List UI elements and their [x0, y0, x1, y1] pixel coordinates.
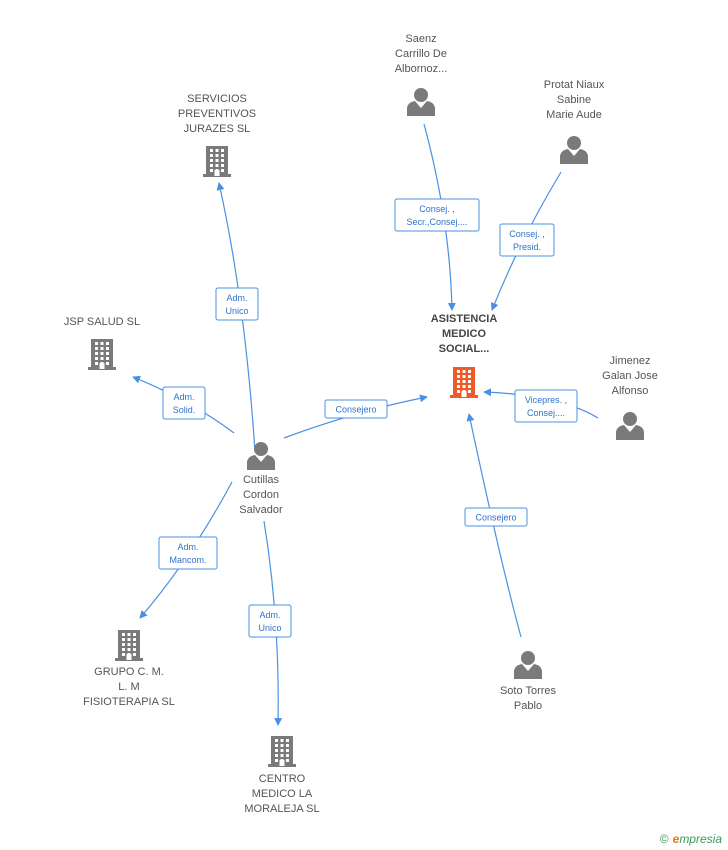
edge-label: Adm.	[259, 610, 280, 620]
building-icon	[88, 339, 116, 370]
node-label: Cordon	[243, 489, 279, 501]
edge-label: Consejero	[335, 405, 376, 415]
node-label: PREVENTIVOS	[178, 108, 256, 120]
node-label: Galan Jose	[602, 370, 658, 382]
node-label: Jimenez	[610, 355, 651, 367]
edge-saenz-asistencia[interactable]: Consej. , Secr.,Consej....	[394, 123, 480, 311]
node-label: Pablo	[514, 700, 542, 712]
edge-line	[466, 413, 522, 638]
building-icon	[203, 146, 231, 177]
edge-soto-asistencia[interactable]: Consejero	[464, 413, 528, 638]
edge-label: Adm.	[173, 392, 194, 402]
person-icon	[247, 442, 275, 470]
edge-label: Consej. ,	[419, 204, 455, 214]
edge-label-box	[394, 198, 480, 232]
node-label: Alfonso	[612, 385, 649, 397]
edge-label: Consejero	[475, 513, 516, 523]
edge-label: Presid.	[513, 242, 541, 252]
node-label: MEDICO LA	[252, 788, 313, 800]
node-jsp[interactable]: JSP SALUD SL	[64, 316, 140, 370]
node-label: MEDICO	[442, 328, 486, 340]
edge-cutillas-centro[interactable]: Adm. Unico	[248, 520, 292, 726]
edge-protat-asistencia[interactable]: Consej. , Presid.	[490, 171, 562, 311]
edge-label-box	[514, 389, 578, 423]
node-label: Cutillas	[243, 474, 280, 486]
edge-label-box	[158, 536, 218, 570]
node-grupo[interactable]: GRUPO C. M. L. M FISIOTERAPIA SL	[83, 630, 175, 708]
edge-label: Secr.,Consej....	[406, 217, 467, 227]
node-servicios[interactable]: SERVICIOS PREVENTIVOS JURAZES SL	[178, 93, 256, 177]
brand-logo-text: mpresia	[679, 832, 722, 846]
edge-label-box	[215, 287, 259, 321]
node-label: Salvador	[239, 504, 283, 516]
edge-label: Vicepres. ,	[525, 395, 567, 405]
person-icon	[407, 88, 435, 116]
edge-label: Unico	[258, 623, 281, 633]
nodes-layer: ASISTENCIA MEDICO SOCIAL... SERVICIOS PREVEN…	[64, 33, 658, 815]
person-icon	[514, 651, 542, 679]
node-label: Soto Torres	[500, 685, 557, 697]
copyright-icon: ©	[659, 832, 669, 846]
edge-label: Adm.	[177, 542, 198, 552]
edge-label-box	[499, 223, 555, 257]
edge-cutillas-servicios[interactable]: Adm. Unico	[215, 182, 259, 453]
edge-label-box	[162, 386, 206, 420]
brand-logo-e: e	[672, 832, 680, 846]
node-label: GRUPO C. M.	[94, 666, 164, 678]
node-label: ASISTENCIA	[431, 313, 498, 325]
edge-label-box	[248, 604, 292, 638]
edge-jimenez-asistencia[interactable]: Vicepres. , Consej....	[483, 388, 599, 423]
person-icon	[560, 136, 588, 164]
edge-label: Solid.	[173, 405, 196, 415]
edge-label: Unico	[225, 306, 248, 316]
brand-footer: ©empresia	[660, 832, 722, 846]
node-label: Sabine	[557, 94, 591, 106]
edges-layer: Adm.UnicoAdm.Solid.ConsejeroAdm.Mancom.A…	[132, 123, 599, 726]
edge-label: Adm.	[226, 293, 247, 303]
node-centro[interactable]: CENTRO MEDICO LA MORALEJA SL	[244, 736, 320, 815]
node-label: Carrillo De	[395, 48, 447, 60]
building-icon	[450, 367, 478, 398]
person-icon	[616, 412, 644, 440]
edge-cutillas-jsp[interactable]: Adm. Solid.	[132, 375, 235, 434]
edge-label: Consej....	[527, 408, 565, 418]
edge-label: Mancom.	[169, 555, 206, 565]
edge-label-box	[464, 507, 528, 527]
building-icon	[268, 736, 296, 767]
building-icon	[115, 630, 143, 661]
node-label: Saenz	[405, 33, 436, 45]
node-label: Albornoz...	[395, 63, 448, 75]
node-label: Marie Aude	[546, 109, 602, 121]
edge-cutillas-asistencia[interactable]: Consejero	[283, 394, 428, 439]
node-asistencia[interactable]: ASISTENCIA MEDICO SOCIAL...	[431, 313, 498, 398]
node-label: Protat Niaux	[544, 79, 605, 91]
edge-cutillas-grupo[interactable]: Adm. Mancom.	[139, 481, 233, 619]
node-label: FISIOTERAPIA SL	[83, 696, 175, 708]
node-label: JURAZES SL	[184, 123, 251, 135]
node-label: SOCIAL...	[439, 343, 490, 355]
node-label: MORALEJA SL	[244, 803, 319, 815]
edge-label: Consej. ,	[509, 229, 545, 239]
edge-label-box	[324, 399, 388, 419]
node-label: JSP SALUD SL	[64, 316, 140, 328]
node-label: L. M	[118, 681, 139, 693]
node-label: CENTRO	[259, 773, 306, 785]
node-label: SERVICIOS	[187, 93, 247, 105]
